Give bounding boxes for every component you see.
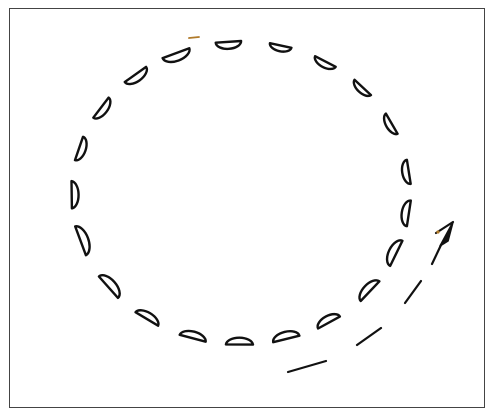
ring-segment <box>75 137 87 161</box>
ring-segment <box>273 331 299 342</box>
ring-segment <box>163 48 190 62</box>
ring-segment <box>359 280 379 301</box>
trail-dash <box>288 361 326 372</box>
ring-segment <box>402 201 411 227</box>
ring-segment <box>315 56 336 69</box>
ring-segment <box>93 98 110 119</box>
ring-segment <box>136 310 159 325</box>
ring-segment <box>99 275 120 298</box>
segment-ring <box>72 41 411 345</box>
trail-dash <box>405 281 421 303</box>
ring-segment <box>384 114 398 135</box>
ring-segment <box>75 226 89 255</box>
ring-segment <box>125 67 147 84</box>
ring-segment <box>216 41 241 49</box>
ring-segment <box>387 240 402 266</box>
ring-segment <box>318 314 340 328</box>
trail-dash <box>432 245 441 264</box>
ring-segment <box>402 160 411 184</box>
ring-segment <box>180 331 206 342</box>
motion-trail <box>288 245 441 372</box>
ring-segment <box>226 338 253 345</box>
arrowhead <box>436 222 453 246</box>
ring-segment <box>354 80 371 96</box>
ring-segment <box>270 43 292 51</box>
pencil-marks <box>189 37 440 234</box>
ring-segment <box>72 181 79 208</box>
trail-dash <box>357 328 381 345</box>
